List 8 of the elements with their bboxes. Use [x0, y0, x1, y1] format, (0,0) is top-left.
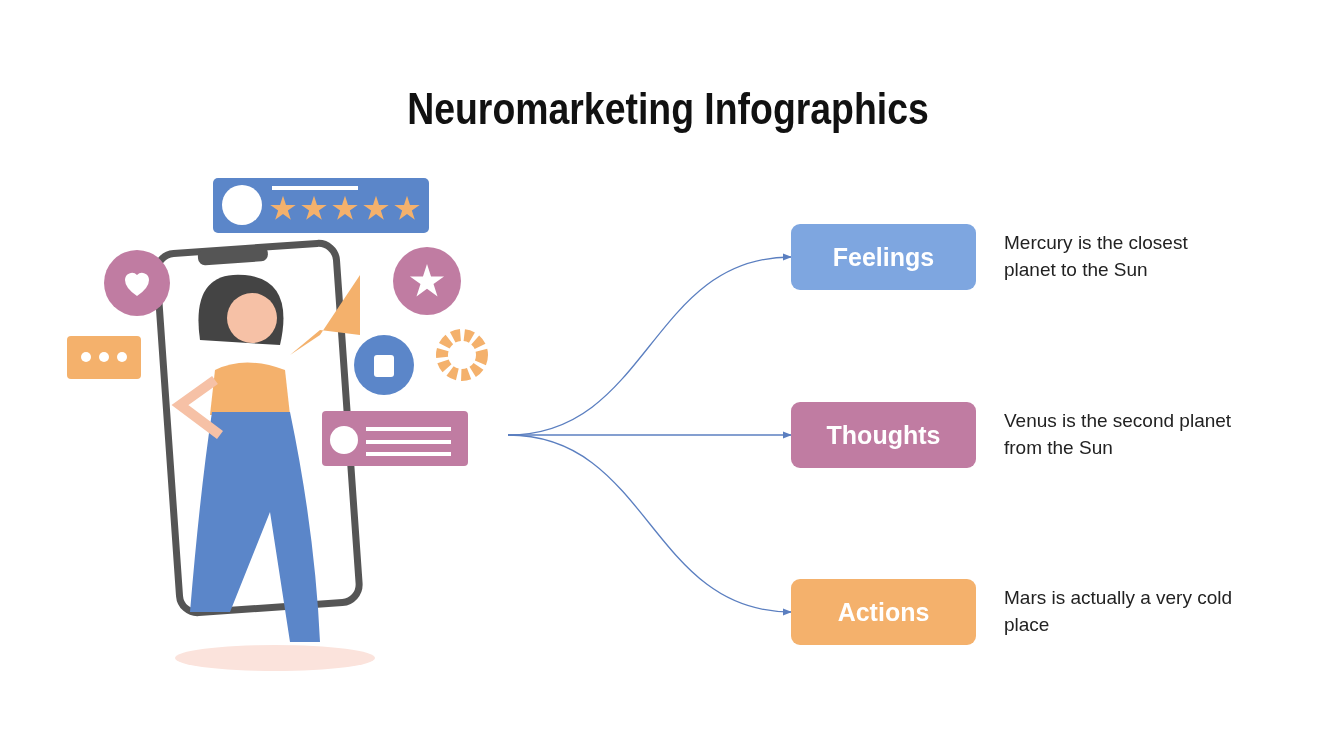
category-box: Feelings — [791, 224, 976, 290]
arrow — [507, 434, 792, 615]
title: Neuromarketing Infographics — [406, 84, 930, 134]
category-box: Actions — [791, 579, 976, 645]
category-box: Thoughts — [791, 402, 976, 468]
description-text: Venus is the second planet from the Sun — [1004, 409, 1233, 460]
description-text: Mars is actually a very cold place — [1004, 586, 1234, 637]
description-text: Mercury is the closest planet to the Sun — [1004, 231, 1189, 282]
